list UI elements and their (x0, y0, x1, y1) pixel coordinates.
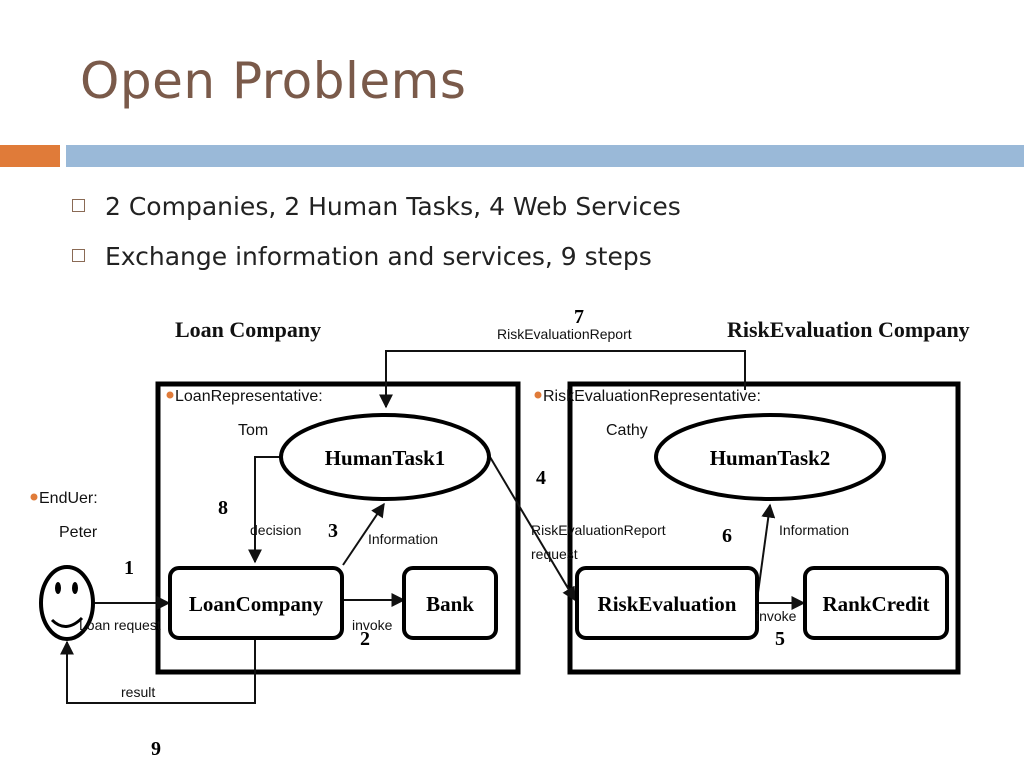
loan-rep-label: LoanRepresentative: (175, 388, 323, 405)
node-riskevaluation-label: RiskEvaluation (598, 592, 737, 616)
edge-step3 (342, 502, 385, 566)
bullet-text: Exchange information and services, 9 ste… (105, 242, 652, 271)
step-number-8: 8 (218, 497, 228, 519)
end-user-smiley-icon (39, 565, 95, 641)
step-number-9: 9 (151, 738, 161, 760)
bullet-item-1: 2 Companies, 2 Human Tasks, 4 Web Servic… (72, 192, 681, 221)
company-right-label: RiskEvaluation Company (727, 317, 970, 342)
role-dot-icon (166, 391, 174, 399)
role-dot-icon (30, 493, 38, 501)
edge-label-information-left: Information (368, 531, 438, 547)
node-humantask1 (279, 413, 491, 501)
bullet-item-2: Exchange information and services, 9 ste… (72, 242, 652, 271)
loan-rep-name: Tom (238, 422, 268, 439)
edge-label-result: result (121, 684, 155, 700)
edge-step6 (756, 503, 776, 601)
risk-company-box (567, 381, 961, 675)
step-number-1: 1 (124, 557, 134, 579)
edge-label-risk-request-2: request (531, 546, 578, 562)
step-number-2: 2 (360, 628, 370, 650)
step-number-6: 6 (722, 525, 732, 547)
edge-label-loan-request: Loan request (79, 617, 161, 633)
risk-rep-label: RiskEvaluationRepresentative: (543, 388, 761, 405)
step-number-4: 4 (536, 467, 546, 489)
bullet-square-icon (72, 248, 85, 262)
loan-company-box (155, 381, 521, 675)
edge-label-invoke-right: invoke (756, 608, 797, 624)
edge-step8 (248, 456, 282, 564)
node-loancompany-label: LoanCompany (189, 592, 324, 616)
node-rankcredit-label: RankCredit (823, 592, 930, 616)
bullet-text: 2 Companies, 2 Human Tasks, 4 Web Servic… (105, 192, 681, 221)
end-user-label: EndUer: (39, 490, 98, 507)
edge-label-risk-request-1: RiskEvaluationReport (531, 522, 666, 538)
accent-bar-blue (66, 145, 1024, 167)
edge-label-decision: decision (250, 522, 301, 538)
edge-label-risk-report: RiskEvaluationReport (497, 326, 632, 342)
node-bank (402, 566, 498, 640)
step-number-7: 7 (574, 306, 584, 328)
node-humantask1-label: HumanTask1 (325, 446, 446, 470)
edge-step9 (60, 640, 256, 704)
node-humantask2-label: HumanTask2 (710, 446, 831, 470)
step-number-5: 5 (775, 628, 785, 650)
node-rankcredit (803, 566, 949, 640)
edge-step7 (379, 350, 746, 409)
role-dot-icon (534, 391, 542, 399)
bullet-square-icon (72, 198, 85, 212)
node-humantask2 (654, 413, 886, 501)
step-number-3: 3 (328, 520, 338, 542)
edge-step4 (489, 456, 576, 602)
risk-rep-name: Cathy (606, 422, 648, 439)
edge-label-invoke-left: invoke (352, 617, 393, 633)
accent-bar-orange (0, 145, 60, 167)
company-left-label: Loan Company (175, 317, 321, 342)
node-loancompany (168, 566, 344, 640)
edge-label-information-right: Information (779, 522, 849, 538)
end-user-name: Peter (59, 524, 98, 541)
node-riskevaluation (575, 566, 759, 640)
node-bank-label: Bank (426, 592, 474, 616)
slide-title: Open Problems (80, 52, 467, 110)
